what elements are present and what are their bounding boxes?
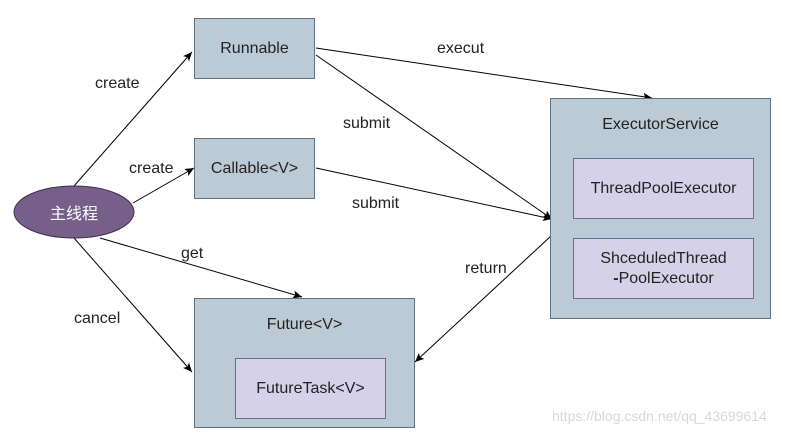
edge-label-submit-callable: submit	[352, 195, 400, 212]
runnable-node[interactable]: Runnable	[194, 18, 315, 79]
edge-label-get: get	[181, 245, 204, 262]
edge-create-runnable	[73, 51, 193, 187]
edge-label-create-callable: create	[129, 160, 174, 177]
future-node[interactable]: Future<V> FutureTask<V>	[194, 298, 415, 428]
callable-label: Callable<V>	[210, 159, 299, 177]
executor-service-label: ExecutorService	[602, 116, 719, 133]
main-thread-label: 主线程	[49, 206, 98, 223]
edge-submit-runnable	[315, 54, 553, 220]
edge-label-create-runnable: create	[95, 75, 140, 92]
callable-node[interactable]: Callable<V>	[194, 138, 315, 199]
scheduled-executor-label-line2: -PoolExecutor	[613, 269, 714, 287]
main-thread-ellipse[interactable]	[13, 185, 135, 239]
thread-pool-executor-label: ThreadPoolExecutor	[590, 179, 737, 197]
scheduled-executor-label-line1: ShceduledThread	[600, 249, 727, 267]
edge-execut	[315, 47, 653, 101]
edge-cancel	[73, 237, 193, 373]
executor-service-node[interactable]: ExecutorService ThreadPoolExecutor Shced…	[550, 98, 771, 319]
edge-label-cancel: cancel	[74, 310, 121, 327]
edge-return	[414, 235, 552, 363]
edge-create-callable	[132, 167, 195, 204]
future-task-node[interactable]: FutureTask<V>	[235, 358, 386, 419]
edge-label-submit-runnable: submit	[343, 115, 391, 132]
edge-get	[99, 237, 303, 299]
scheduled-executor-node[interactable]: ShceduledThread -PoolExecutor	[573, 238, 754, 299]
future-label: Future<V>	[266, 316, 343, 333]
edge-submit-callable	[315, 167, 553, 222]
runnable-label: Runnable	[220, 39, 289, 57]
edge-label-execut: execut	[437, 40, 485, 57]
future-task-label: FutureTask<V>	[256, 379, 365, 397]
thread-pool-executor-node[interactable]: ThreadPoolExecutor	[573, 158, 754, 219]
watermark: https://blog.csdn.net/qq_43699614	[552, 408, 767, 424]
edge-label-return: return	[465, 260, 507, 277]
